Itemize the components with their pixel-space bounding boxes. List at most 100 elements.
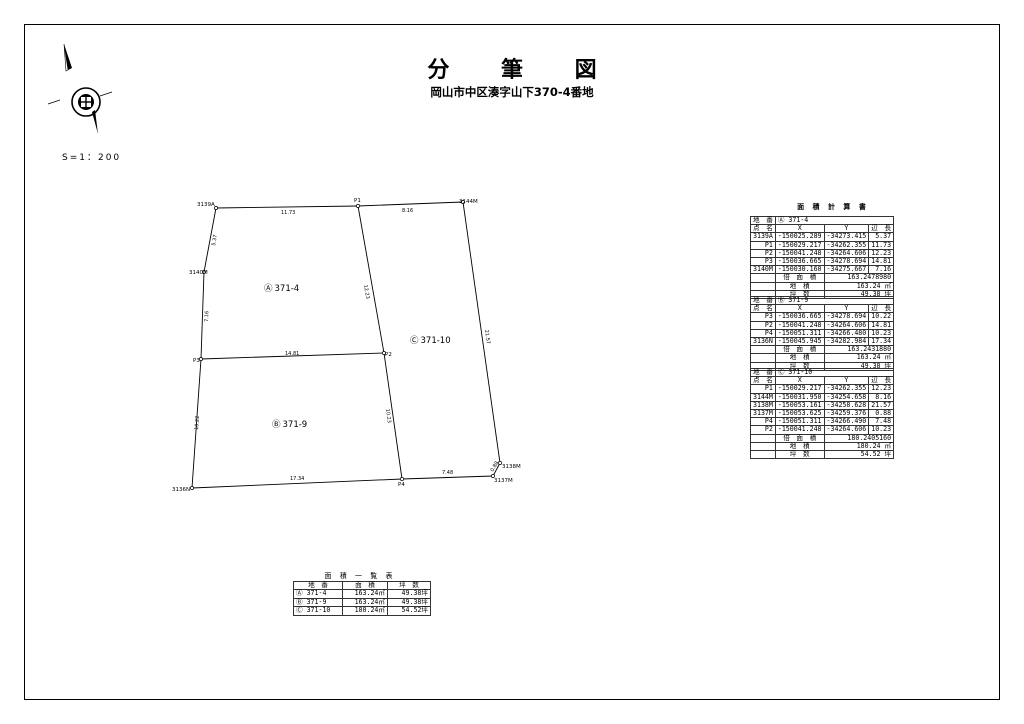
boundary-point — [498, 461, 502, 465]
boundary-line — [383, 352, 403, 480]
boundary-line — [215, 205, 359, 209]
boundary-line — [191, 478, 403, 489]
edge-length: 8.16 — [402, 208, 413, 214]
table-cell: 3136N — [750, 337, 776, 347]
boundary-line — [191, 358, 202, 489]
point-label: 3136N — [172, 487, 190, 493]
scale-label: S=1：200 — [62, 153, 122, 163]
table-cell: 12.23 — [868, 384, 895, 394]
point-label: P3 — [193, 358, 200, 364]
edge-length: 7.16 — [204, 311, 210, 322]
boundary-line — [357, 205, 385, 354]
boundary-line — [200, 352, 385, 360]
point-label: P1 — [354, 198, 361, 204]
edge-length: 7.48 — [442, 470, 453, 476]
table-cell: 54.52 坪 — [823, 450, 895, 460]
table-cell: 10.22 — [868, 312, 895, 322]
map-mark — [99, 91, 113, 97]
table-cell: Ⓒ 371-10 — [293, 606, 343, 616]
table-cell: P3 — [750, 312, 776, 322]
table-cell — [750, 273, 776, 283]
edge-length: 10.23 — [384, 408, 392, 423]
boundary-line — [200, 271, 205, 360]
table-cell: 3137M — [750, 409, 776, 419]
edge-length: 11.73 — [281, 210, 295, 216]
point-label: 3140M — [189, 270, 208, 276]
edge-length: 0.88 — [490, 460, 501, 473]
table-cell: 5.37 — [868, 232, 895, 242]
boundary-point — [461, 200, 465, 204]
edge-length: 14.81 — [285, 351, 299, 357]
table-cell — [750, 353, 776, 363]
point-label: P4 — [398, 482, 405, 488]
boundary-line — [357, 201, 464, 207]
map-mark — [47, 99, 61, 105]
table-cell — [750, 345, 776, 355]
map-mark — [71, 87, 101, 117]
table-cell: -150036.665 — [774, 312, 825, 322]
table-cell: -150025.289 — [774, 232, 825, 242]
boundary-line — [462, 201, 501, 464]
edge-length: 5.37 — [211, 234, 219, 246]
table-cell: 3140M — [750, 265, 776, 275]
table-cell — [750, 450, 776, 460]
table-cell: -34264.606 — [823, 425, 870, 435]
table-cell: 163.2478980 — [823, 273, 895, 283]
boundary-line — [401, 475, 494, 480]
point-label: 3144M — [459, 199, 478, 205]
table-cell — [750, 281, 776, 291]
table-cell: 54.52坪 — [387, 606, 431, 616]
table-cell: -34262.355 — [823, 384, 870, 394]
table-cell — [750, 441, 776, 452]
boundary-point — [400, 477, 404, 481]
boundary-point — [199, 357, 203, 361]
table-cell: 倍 面 積 — [774, 273, 825, 283]
table-cell: -34273.415 — [823, 232, 870, 242]
point-label: 3137M — [494, 478, 513, 484]
north-arrow-icon — [47, 43, 113, 134]
edge-length: 10.22 — [194, 415, 201, 430]
table-cell: 地 積 — [774, 353, 825, 363]
boundary-point — [214, 206, 218, 210]
point-label: 3138M — [502, 464, 521, 470]
boundary-line — [203, 207, 217, 273]
drawing-frame — [24, 24, 1000, 700]
boundary-point — [491, 474, 495, 478]
table-cell: 163.24 ㎡ — [823, 281, 895, 291]
table-cell — [750, 433, 776, 443]
table-cell: 点 名 — [750, 376, 776, 386]
table-cell: -150041.248 — [774, 425, 825, 435]
table-cell: 10.23 — [868, 425, 895, 435]
table-cell: 180.24㎡ — [342, 606, 388, 616]
drawing-title: 分 筆 図 — [427, 58, 619, 83]
boundary-line — [492, 462, 501, 477]
table-cell: 点 名 — [750, 304, 776, 314]
point-label: 3139A — [197, 202, 215, 208]
drawing-address: 岡山市中区湊字山下370-4番地 — [430, 85, 594, 99]
table-cell: 3139A — [750, 232, 776, 242]
table-cell: P1 — [750, 384, 776, 394]
boundary-point — [356, 204, 360, 208]
table-cell: P2 — [750, 425, 776, 435]
table-cell: -150029.217 — [774, 384, 825, 394]
